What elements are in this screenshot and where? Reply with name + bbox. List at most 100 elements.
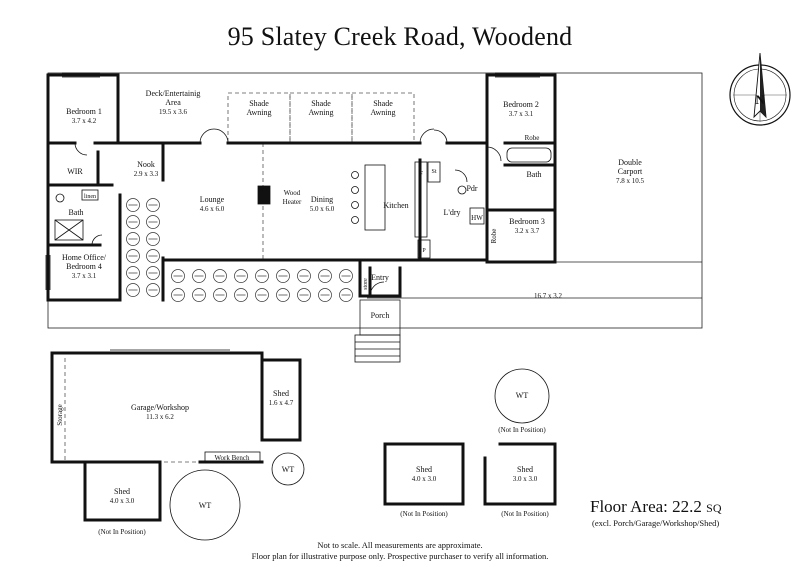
- lounge-name: Lounge: [200, 195, 225, 204]
- garage-size: 11.3 x 6.2: [146, 413, 174, 421]
- outdoor-area-size: 16.7 x 3.2: [534, 292, 563, 300]
- shade-awning-2-line-1: Shade: [311, 99, 331, 108]
- bathtub-icon: [506, 147, 552, 163]
- shade-awning-1-line-2: Awning: [246, 108, 271, 117]
- planter-icon: [318, 269, 332, 283]
- carport-size: 7.8 x 10.5: [616, 177, 645, 185]
- pdr-label: Pdr: [466, 184, 477, 193]
- deck-name-line-1: Deck/Entertainig: [146, 89, 201, 98]
- shed-c-note: (Not In Position): [400, 510, 448, 518]
- planter-icon: [192, 288, 206, 302]
- work-bench-label: Work Bench: [214, 454, 250, 462]
- floor-area: Floor Area: 22.2 SQ: [590, 497, 722, 517]
- planter-icon: [213, 288, 227, 302]
- kitchen-bench: [414, 161, 428, 238]
- planter-icon: [126, 232, 140, 246]
- planter-icon: [213, 269, 227, 283]
- shade-awning-3-line-1: Shade: [373, 99, 393, 108]
- outbuilding-walls: [50, 351, 557, 522]
- hw-label: HW: [471, 214, 483, 222]
- planter-icon: [276, 288, 290, 302]
- floor-area-unit: SQ: [706, 501, 722, 515]
- shade-awning-2-line-2: Awning: [308, 108, 333, 117]
- disclaimer-line-1: Not to scale. All measurements are appro…: [317, 540, 483, 550]
- bedroom-2-bath-bed3-wall: [485, 73, 557, 264]
- shed-b-name: Shed: [114, 487, 130, 496]
- stool-icon: [351, 171, 359, 179]
- wood-heater-line-1: Wood: [284, 189, 301, 197]
- linen-cupboard: [81, 189, 99, 201]
- planter-icon: [255, 288, 269, 302]
- planter-icon: [192, 269, 206, 283]
- water-tank-right: [494, 368, 550, 424]
- bedroom-1-wall: [46, 73, 120, 145]
- planter-icon: [126, 249, 140, 263]
- work-bench-outline: [204, 451, 261, 463]
- robe-top-label: Robe: [525, 134, 540, 142]
- steps-outline: [354, 334, 401, 363]
- store-small-label: St: [431, 169, 436, 175]
- bedroom-3-name: Bedroom 3: [509, 217, 545, 226]
- bedroom-2-name: Bedroom 2: [503, 100, 539, 109]
- entry-wall: [358, 258, 402, 298]
- wt-small-label: WT: [282, 465, 295, 474]
- stool-icon: [351, 216, 359, 224]
- stool-icon: [351, 186, 359, 194]
- deck-name-line-2: Area: [165, 98, 181, 107]
- planter-icon: [339, 288, 353, 302]
- shed-c-name: Shed: [416, 465, 432, 474]
- nook-name: Nook: [137, 160, 155, 169]
- planter-icon: [126, 266, 140, 280]
- bath-right-label: Bath: [526, 170, 541, 179]
- planter-icon: [126, 283, 140, 297]
- house-walls: [46, 73, 557, 302]
- wood-heater-line-2: Heater: [283, 198, 302, 206]
- wt-large-label: WT: [199, 501, 212, 510]
- planter-icon: [146, 266, 160, 280]
- carport-name-line-1: Double: [618, 158, 642, 167]
- planter-icon: [126, 215, 140, 229]
- water-tank-small: [271, 452, 305, 486]
- fixtures: [54, 147, 552, 259]
- storage-label: Storage: [56, 404, 64, 425]
- planter-icon: [146, 283, 160, 297]
- shed-b-wall: [83, 460, 162, 522]
- fridge-label: F: [419, 170, 423, 178]
- planter-icon: [126, 198, 140, 212]
- store-cupboard: [427, 161, 441, 183]
- robe-side-label: Robe: [490, 229, 498, 244]
- shed-a-name: Shed: [273, 389, 289, 398]
- planter-icon: [318, 288, 332, 302]
- wood-heater-icon: [257, 185, 271, 205]
- bath-left-label: Bath: [68, 208, 83, 217]
- office-name-line-1: Home Office/: [62, 253, 107, 262]
- shade-awnings: [64, 92, 415, 463]
- courtyard-planters: [126, 198, 353, 302]
- planter-icon: [276, 269, 290, 283]
- office-size: 3.7 x 3.1: [72, 272, 97, 280]
- compass-north-letter: N: [755, 92, 765, 107]
- kitchen-label: Kitchen: [383, 201, 408, 210]
- floor-area-label: Floor Area: 22.2: [590, 497, 702, 516]
- shed-c-wall: [383, 442, 465, 506]
- shed-c-size: 4.0 x 3.0: [412, 475, 437, 483]
- planter-icon: [234, 288, 248, 302]
- carport-name-line-2: Carport: [618, 167, 643, 176]
- porch-label: Porch: [371, 311, 390, 320]
- wir-label: WIR: [67, 167, 83, 176]
- entry-label: Entry: [371, 273, 389, 282]
- plan-title: 95 Slatey Creek Road, Woodend: [227, 22, 573, 51]
- planter-icon: [171, 269, 185, 283]
- planter-icon: [234, 269, 248, 283]
- shed-d-name: Shed: [517, 465, 533, 474]
- planter-icon: [171, 288, 185, 302]
- disclaimer: Not to scale. All measurements are appro…: [0, 540, 800, 562]
- planter-icon: [146, 198, 160, 212]
- planter-icon: [297, 288, 311, 302]
- bedroom-1-size: 3.7 x 4.2: [72, 117, 97, 125]
- basin-icon: [55, 193, 65, 203]
- pdr-toilet-icon: [457, 185, 467, 195]
- floor-area-note: (excl. Porch/Garage/Workshop/Shed): [592, 518, 720, 528]
- deck-size: 19.5 x 3.6: [159, 108, 188, 116]
